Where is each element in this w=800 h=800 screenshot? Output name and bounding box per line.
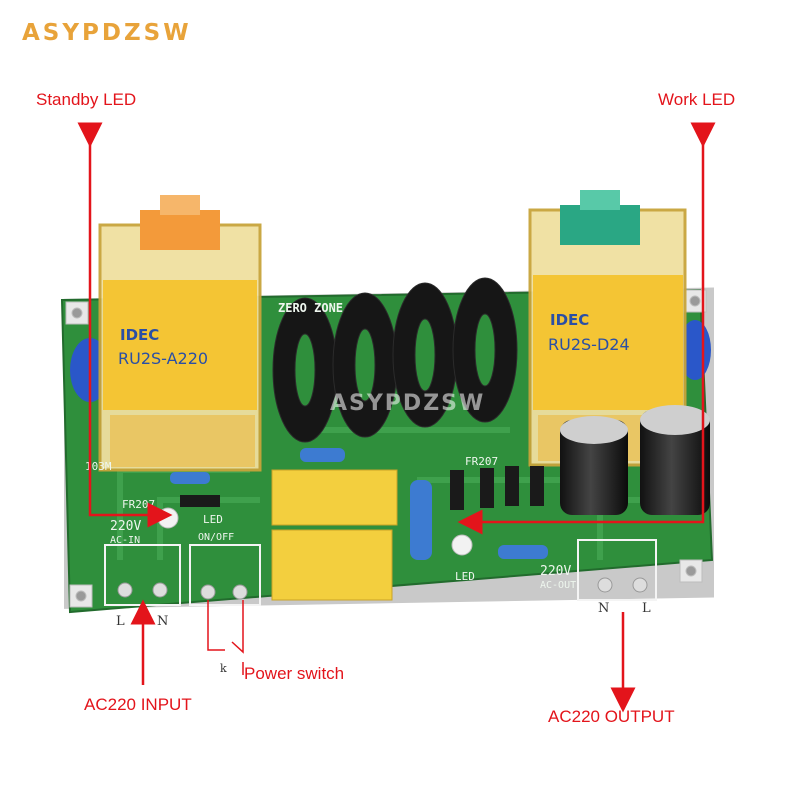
switch-k-label: k <box>220 662 227 675</box>
resistors <box>170 448 548 560</box>
silk-220v-in: 220V <box>110 519 141 534</box>
relay-left-brand: IDEC <box>120 326 159 344</box>
silk-ac-out: AC-OUT <box>540 580 576 591</box>
standby-led <box>157 507 179 529</box>
silk-on-off: ON/OFF <box>198 532 234 543</box>
label-ac-output: AC220 OUTPUT <box>548 707 675 726</box>
silk-220v-out: 220V <box>540 564 571 579</box>
pin-label-n-out: N <box>598 601 609 616</box>
pin-label-l-out: L <box>642 601 651 616</box>
silk-led-left: LED <box>203 513 223 526</box>
silk-zero-zone: ZERO ZONE <box>278 301 343 315</box>
silk-fr207-left: FR207 <box>122 498 155 511</box>
label-ac-input: AC220 INPUT <box>84 695 192 714</box>
x-capacitor-top <box>271 469 398 526</box>
silk-fr207-right: FR207 <box>465 455 498 468</box>
terminal-blocks <box>104 539 657 606</box>
watermark: ASYPDZSW <box>330 391 485 416</box>
pin-label-n-in: N <box>157 614 168 629</box>
label-work-led: Work LED <box>658 90 736 109</box>
relay-left-model: RU2S-A220 <box>118 349 208 368</box>
pin-label-l-in: L <box>116 614 125 629</box>
arrow-standby-led <box>77 122 173 528</box>
arrow-work-led <box>457 122 716 535</box>
power-switch-wire <box>207 600 244 654</box>
silk-led-right: LED <box>455 570 475 583</box>
brand-logo: ASYPDZSW <box>22 20 192 46</box>
label-power-switch: Power switch <box>244 664 345 683</box>
relay-right-model: RU2S-D24 <box>548 335 630 354</box>
silk-ac-in: AC-IN <box>110 535 140 546</box>
x-capacitor-bottom <box>271 529 393 601</box>
label-standby-led: Standby LED <box>36 90 137 109</box>
relay-right-brand: IDEC <box>550 311 589 329</box>
work-led <box>451 534 473 556</box>
